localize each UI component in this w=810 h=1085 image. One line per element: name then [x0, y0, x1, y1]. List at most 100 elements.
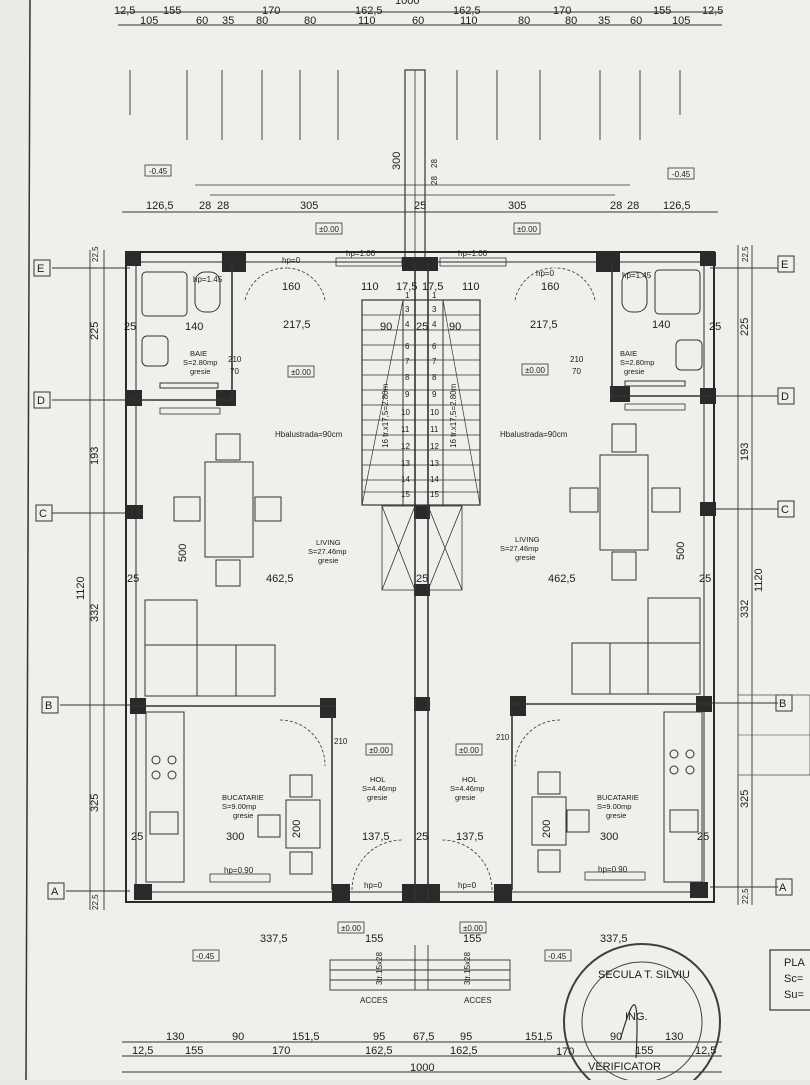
dim-label: 162,5: [453, 5, 481, 17]
dim-label: 90: [610, 1031, 622, 1043]
dim-label: 217,5: [530, 319, 558, 331]
dim-label: 70: [230, 367, 239, 376]
dim-label: 332: [89, 604, 101, 622]
room-finish: gresie: [367, 793, 387, 802]
dim-label: 25: [709, 321, 721, 333]
level-tag: ±0.00: [341, 924, 362, 933]
dim-label: 12,5: [132, 1045, 153, 1057]
dim-label: hp=0: [282, 256, 301, 265]
top-dims-row2: 105 60 35 80 80 110 60 110 80 80 35 60 1…: [140, 15, 690, 27]
level-tag: -0.45: [672, 170, 691, 179]
dim-label: 80: [304, 15, 316, 27]
dim-label: 28: [610, 200, 622, 212]
dim-label: 155: [163, 5, 181, 17]
dim-label: 22,5: [741, 246, 750, 262]
dim-label: 95: [373, 1031, 385, 1043]
kitchen-counter-left: [145, 711, 321, 883]
dim-label: 210: [228, 355, 242, 364]
upper-dims: 126,5 28 28 305 25 305 28 28 126,5: [146, 200, 691, 212]
room-name: BAIE: [620, 349, 637, 358]
step-number: 3: [432, 305, 437, 314]
dim-label: 170: [262, 5, 280, 17]
dim-label: 110: [460, 15, 478, 27]
step-number: 4: [405, 320, 410, 329]
axis-label-D-right: D: [781, 391, 789, 403]
bath-right: BAIE S=2.80mp gresie: [620, 269, 703, 387]
dim-label: 155: [463, 933, 481, 945]
axis-label-B-left: B: [45, 700, 52, 712]
dim-label: 60: [630, 15, 642, 27]
dim-label: 325: [89, 794, 101, 812]
bath-left: BAIE S=2.80mp gresie: [141, 271, 221, 389]
axis-label-A-left: A: [51, 886, 59, 898]
building-walls: [125, 251, 716, 903]
dining-table-left: [173, 433, 282, 587]
step-number: 9: [432, 390, 437, 399]
dim-label: 12,5: [695, 1045, 716, 1057]
level-tag: -0.45: [548, 952, 567, 961]
dim-label: 1120: [75, 576, 87, 600]
dim-label: 325: [739, 790, 751, 808]
step-number: 1: [405, 291, 410, 300]
axis-label-D-left: D: [37, 395, 45, 407]
level-tag: -0.45: [149, 167, 168, 176]
room-finish: gresie: [455, 793, 475, 802]
room-finish: gresie: [233, 811, 253, 820]
verifier-stamp: SECULA T. SILVIU VERIFICATOR ING.: [563, 943, 721, 1085]
dim-label: 151,5: [292, 1031, 320, 1043]
dim-label: 170: [553, 5, 571, 17]
level-tag: ±0.00: [291, 368, 312, 377]
bottom-total-dim: 1000: [410, 1062, 434, 1074]
step-number: 15: [401, 490, 410, 499]
stair-step-numbers-right: 1 3 4 6 7 8 9 10 11 12 13 14 15: [430, 291, 439, 499]
dim-label: 140: [185, 321, 203, 333]
room-area: S=9.00mp: [222, 802, 256, 811]
balustrade-right: Hbalustrada=90cm: [500, 430, 568, 439]
room-area: S=4.46mp: [362, 784, 396, 793]
room-area: S=27.46mp: [308, 547, 347, 556]
dim-label: 130: [166, 1031, 184, 1043]
dim-label: 200: [541, 820, 553, 838]
dim-label: 28: [430, 159, 439, 168]
dim-label: 25: [416, 831, 428, 843]
dim-label: 80: [565, 15, 577, 27]
living-left: LIVING S=27.46mp gresie: [308, 538, 347, 565]
room-area: S=2.80mp: [620, 358, 654, 367]
step-number: 7: [405, 357, 410, 366]
dim-label: hp=0.90: [598, 865, 628, 874]
dim-label: 105: [140, 15, 158, 27]
left-vertical-dims: 22,5 225 193 332 1120 325 22,5: [75, 246, 101, 910]
step-number: 8: [405, 373, 410, 382]
dim-label: 25: [697, 831, 709, 843]
title-block-label: PLA: [784, 957, 805, 969]
room-finish: gresie: [318, 556, 338, 565]
room-name: HOL: [370, 775, 385, 784]
sofa-left: [144, 599, 276, 697]
dim-label: 12,5: [702, 5, 723, 17]
room-name: BAIE: [190, 349, 207, 358]
dim-label: hp=1.00: [458, 249, 488, 258]
room-area: S=9.00mp: [597, 802, 631, 811]
kitchen-left-label: BUCATARIE S=9.00mp gresie: [222, 793, 264, 820]
step-number: 1: [432, 291, 437, 300]
dim-label: hp=1.45: [193, 275, 223, 284]
dim-label: 193: [89, 447, 101, 465]
dim-label: 500: [675, 542, 687, 560]
dim-label: 337,5: [600, 933, 628, 945]
stair-step-numbers-left: 1 3 4 6 7 8 9 10 11 12 13 14 15: [401, 291, 410, 499]
dim-label: 105: [672, 15, 690, 27]
dim-label: 300: [600, 831, 618, 843]
dim-label: 162,5: [365, 1045, 393, 1057]
dim-label: 126,5: [663, 200, 691, 212]
axis-label-E-left: E: [37, 263, 44, 275]
entry-label-left: ACCES: [360, 996, 388, 1005]
bottom-dims-row1: 130 90 151,5 95 67,5 95 151,5 170 90 130: [166, 1031, 683, 1058]
dim-label: 25: [416, 321, 428, 333]
dim-label: 80: [256, 15, 268, 27]
room-area: S=2.80mp: [183, 358, 217, 367]
entry-steps-left: 3tr.15x28: [375, 952, 384, 985]
dim-label: 151,5: [525, 1031, 553, 1043]
dim-label: 210: [570, 355, 584, 364]
dim-label: 210: [496, 733, 510, 742]
